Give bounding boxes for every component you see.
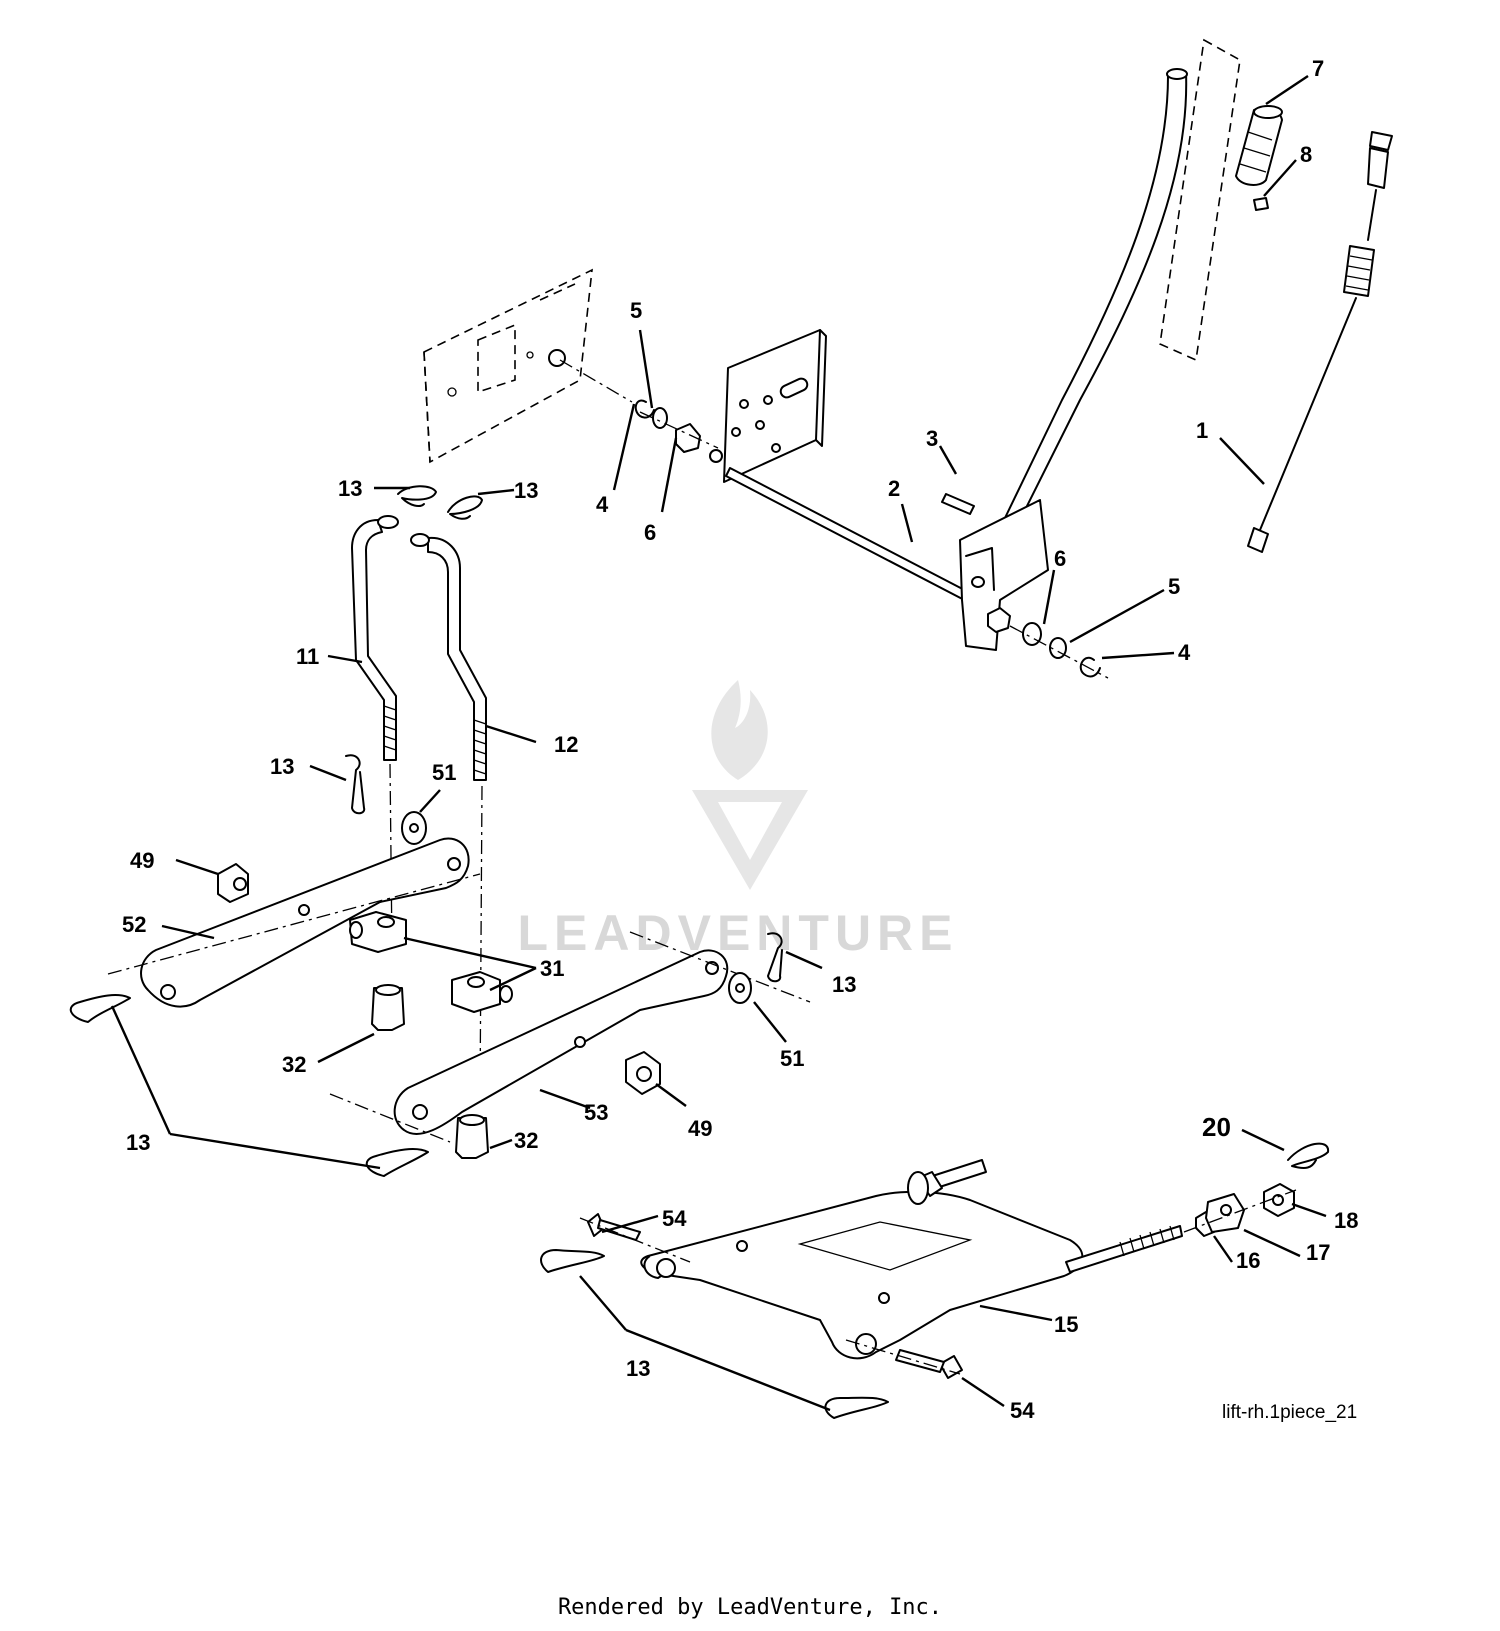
flange-nut-49-left: [217, 863, 249, 903]
callout-8: 8: [1300, 142, 1312, 167]
lift-link-11: [351, 515, 399, 761]
callout-32-top: 32: [282, 1052, 306, 1077]
callout-52: 52: [122, 912, 146, 937]
callout-32-bottom: 32: [514, 1128, 538, 1153]
callout-16: 16: [1236, 1248, 1260, 1273]
callout-49-left: 49: [130, 848, 154, 873]
callouts: 7 8 1 3 2 5 4 6 6 5 4 13 13 11 12 13 51 …: [122, 56, 1358, 1423]
hairpin-clip-bottom-left: [540, 1249, 605, 1273]
hairpin-clip-top-right: [447, 495, 483, 520]
deck-lift-stud: [907, 1159, 987, 1205]
lift-shaft: [725, 467, 977, 605]
callout-11: 11: [296, 644, 319, 669]
grip-envelope: [1159, 38, 1241, 362]
callout-4-left: 4: [596, 492, 609, 517]
nut-32-bottom: [455, 1117, 489, 1159]
lift-arm-52: [140, 837, 470, 1008]
callout-6-right: 6: [1054, 546, 1066, 571]
watermark-v-icon: [692, 790, 808, 890]
mount-plate: [723, 329, 827, 483]
threaded-rod: [1065, 1225, 1183, 1273]
callout-13-top-left: 13: [338, 476, 362, 501]
watermark-text: LEADVENTURE: [517, 905, 958, 961]
callout-17: 17: [1306, 1240, 1330, 1265]
roll-pin: [941, 493, 975, 515]
callout-5-left: 5: [630, 298, 642, 323]
callout-6-left: 6: [644, 520, 656, 545]
callout-5-right: 5: [1168, 574, 1180, 599]
e-clip-left: [634, 399, 655, 419]
footer-credit: Rendered by LeadVenture, Inc.: [558, 1595, 942, 1620]
watermark-flame-icon: [711, 680, 768, 780]
callout-31: 31: [540, 956, 564, 981]
trunnion-31-left: [349, 911, 407, 953]
callout-2: 2: [888, 476, 900, 501]
callout-51-top: 51: [432, 760, 456, 785]
callout-53: 53: [584, 1100, 608, 1125]
callout-13-lower-left: 13: [126, 1130, 150, 1155]
callout-4-right: 4: [1178, 640, 1191, 665]
callout-54-top: 54: [662, 1206, 687, 1231]
callout-7: 7: [1312, 56, 1324, 81]
callout-13-bottom: 13: [626, 1356, 650, 1381]
callout-13-top-right: 13: [514, 478, 538, 503]
lift-arm-53: [393, 949, 729, 1135]
e-clip-right: [1079, 656, 1101, 678]
callout-13-mid-right: 13: [832, 972, 856, 997]
callout-12: 12: [554, 732, 578, 757]
bushing-right: [987, 607, 1011, 633]
callout-1: 1: [1196, 418, 1208, 443]
callout-18: 18: [1334, 1208, 1358, 1233]
trunnion-31-right: [451, 971, 513, 1013]
hairpin-clip-lower-left: [69, 994, 131, 1023]
diagram-reference-id: lift-rh.1piece_21: [1222, 1402, 1357, 1423]
callout-13-mid-left: 13: [270, 754, 294, 779]
hairpin-clip-bottom-center: [824, 1396, 889, 1419]
callout-51-right: 51: [780, 1046, 804, 1071]
deck-lift-plate: [640, 1190, 1084, 1360]
lift-link-12: [410, 533, 487, 781]
grip-nut: [1253, 197, 1269, 211]
washer-left: [652, 407, 668, 429]
watermark: LEADVENTURE: [517, 680, 958, 961]
callout-20: 20: [1202, 1112, 1231, 1142]
leader-lines: [110, 75, 1327, 1412]
hairpin-clip-mid-right: [767, 932, 783, 983]
nut-32-top: [371, 987, 405, 1031]
callout-3: 3: [926, 426, 938, 451]
callout-15: 15: [1054, 1312, 1078, 1337]
grip: [1235, 105, 1283, 211]
hairpin-clip-lower-center: [365, 1148, 429, 1177]
hairpin-clip-mid-left: [345, 754, 366, 815]
callout-54-bottom: 54: [1010, 1398, 1035, 1423]
hairpin-clip-top-left: [397, 485, 437, 507]
shoulder-bolt-54-bottom: [939, 1355, 963, 1379]
lift-cable: [1247, 131, 1393, 553]
frame-outline: [423, 268, 633, 464]
callout-49-right: 49: [688, 1116, 712, 1141]
lift-handle: [959, 68, 1188, 651]
hairpin-clip-20: [1287, 1142, 1330, 1169]
